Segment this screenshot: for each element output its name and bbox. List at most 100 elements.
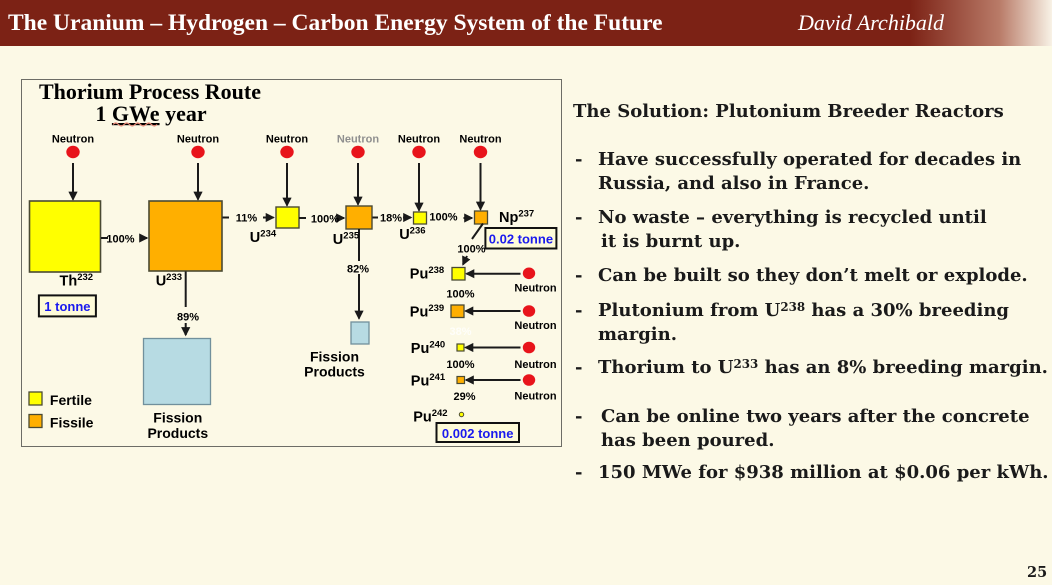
neutron-circle [522, 305, 536, 317]
label-u235: U235 [333, 231, 360, 249]
box-pu239 [450, 304, 465, 319]
bullet-cost: - 150 MWe for $938 million at $0.06 per … [573, 461, 1049, 485]
bullet-no-melt: - Can be built so they don’t melt or exp… [573, 264, 1028, 288]
tonne-box-2 [484, 227, 558, 250]
label-u234: U234 [250, 229, 277, 247]
bullet-line: it is burnt up. [601, 230, 741, 252]
diagram-title: Thorium Process Route [39, 80, 261, 104]
bullet-text: has an 8% breeding margin. [758, 357, 1048, 378]
neutron-label: Neutron [514, 320, 556, 332]
percent-u233-fission: 89% [177, 312, 199, 324]
bullet-line: Plutonium from U238 has a 30% breeding [598, 299, 1009, 323]
isotope-boxes [28, 200, 489, 418]
box-u233 [148, 200, 223, 272]
neutron-circle [351, 145, 365, 159]
label-np237: Np237 [499, 209, 534, 227]
bullet-dash: - [575, 264, 583, 286]
neutron-circle [473, 145, 488, 159]
bullet-operated: - Have successfully operated for decades… [573, 148, 1021, 195]
tonne-box-3 [435, 422, 520, 443]
label-pu241: Pu241 [411, 372, 446, 390]
percent-u233-u234: 11% [236, 213, 258, 225]
author-name: David Archibald [798, 10, 945, 35]
neutron-circle [522, 267, 536, 280]
bullet-text: has a 30% breeding [805, 300, 1009, 321]
box-fission-products-small [350, 321, 370, 345]
label-pu239: Pu239 [410, 303, 444, 321]
neutron-arrows-top [68, 163, 486, 212]
bullet-dash: - [575, 462, 583, 483]
bullet-line: has been poured. [601, 429, 775, 451]
percent-np237-pu238: 100% [457, 244, 485, 256]
neutron-circles-top [66, 145, 488, 159]
fission-label-large-2: Products [147, 425, 208, 441]
thorium-diagram: Thorium Process Route 1 GWe year Neutron… [28, 79, 558, 443]
superscript: 238 [780, 300, 806, 315]
legend-swatch-fertile [28, 391, 43, 406]
arrow [471, 222, 484, 240]
box-pu240 [456, 343, 465, 352]
tonne-value-2: 0.02 tonne [489, 232, 553, 247]
neutron-label: Neutron [337, 134, 379, 146]
percent-u235-u236: 18% [380, 213, 402, 225]
fission-label-small-1: Fission [310, 349, 359, 365]
neutron-label: Neutron [398, 134, 440, 146]
dot-pu242 [458, 411, 465, 418]
percent-pu239-pu240-ghost: 38% [449, 326, 471, 338]
box-th232 [28, 200, 102, 273]
box-u234 [275, 206, 300, 229]
tonne-callouts: 1 tonne 0.02 tonne 0.002 tonne [37, 227, 558, 443]
box-u235 [345, 205, 373, 230]
bullet-text: Plutonium from U [598, 300, 781, 321]
bullet-online: - Can be online two years after the conc… [573, 405, 1030, 452]
diagram-subtitle: 1 GWe year [95, 101, 206, 126]
neutron-label: Neutron [514, 282, 556, 294]
neutron-label: Neutron [177, 134, 219, 146]
legend: Fertile Fissile [28, 391, 94, 431]
superscript: 233 [733, 357, 759, 372]
neutron-labels-right: Neutron Neutron Neutron Neutron [514, 282, 556, 402]
legend-label-fertile: Fertile [50, 392, 92, 408]
fission-label-small-2: Products [304, 364, 365, 380]
percent-pu238-pu239: 100% [446, 289, 474, 301]
neutron-label: Neutron [266, 134, 308, 146]
neutron-circle [280, 145, 294, 159]
neutron-label: Neutron [459, 134, 501, 146]
thorium-diagram-panel: Thorium Process Route 1 GWe year Neutron… [21, 79, 562, 447]
fission-labels: Fission Products Fission Products [147, 349, 365, 442]
percent-th-u233: 100% [106, 234, 134, 246]
neutron-circle [66, 145, 80, 159]
bullet-dash: - [575, 357, 583, 378]
bullet-dash: - [575, 300, 583, 321]
bullet-line: No waste – everything is recycled until [598, 207, 987, 228]
label-u233: U233 [156, 272, 182, 290]
label-pu242: Pu242 [413, 408, 447, 426]
percent-labels: 100% 11% 100% 18% 100% 100% 89% 82% 100%… [106, 212, 485, 403]
bullet-plutonium-margin: - Plutonium from U238 has a 30% breeding… [573, 299, 1009, 346]
box-pu238 [451, 266, 466, 281]
bullet-dash: - [575, 207, 583, 228]
label-pu240: Pu240 [411, 340, 445, 358]
tonne-value-1: 1 tonne [44, 299, 90, 314]
box-fission-products-large [142, 337, 212, 406]
fission-label-large-1: Fission [153, 410, 202, 426]
percent-u236-np237: 100% [429, 212, 457, 224]
bullet-no-waste: - No waste – everything is recycled unti… [573, 206, 987, 253]
bullet-text: Thorium to U [598, 357, 734, 378]
bullet-line: margin. [598, 323, 677, 345]
neutron-label: Neutron [52, 134, 94, 146]
bullet-line: Russia, and also in France. [598, 172, 870, 194]
tonne-box-1 [37, 294, 97, 318]
solution-heading: The Solution: Plutonium Breeder Reactors [573, 101, 1004, 122]
percent-u235-fission: 82% [347, 264, 369, 276]
box-pu241 [456, 375, 466, 385]
bullet-dash: - [575, 149, 583, 170]
page-number: 25 [1027, 564, 1048, 581]
neutron-circle [522, 341, 536, 354]
bullet-thorium-margin: - Thorium to U233 has an 8% breeding mar… [573, 356, 1048, 380]
bullet-line: Can be built so they don’t melt or explo… [598, 264, 1028, 286]
bullet-line: Can be online two years after the concre… [601, 406, 1030, 427]
label-pu238: Pu238 [410, 265, 444, 283]
neutron-circles-right [522, 267, 536, 386]
spellcheck-squiggle [112, 122, 158, 127]
